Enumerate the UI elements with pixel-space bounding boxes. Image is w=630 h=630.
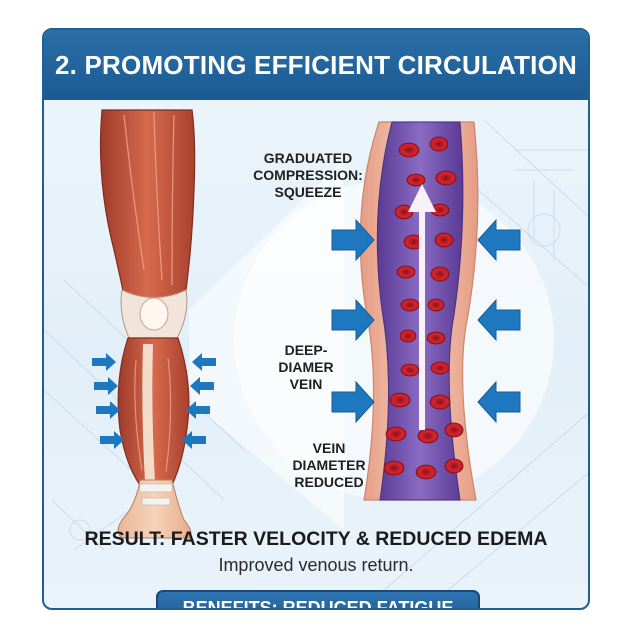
arrow-icon <box>331 298 375 342</box>
arrow-icon <box>331 218 375 262</box>
deep-vein-label: DEEP- DIAMER VEIN <box>278 342 334 392</box>
arrow-icon <box>331 380 375 424</box>
benefits-label: BENEFITS: REDUCED FATIGUE <box>182 597 454 610</box>
arrow-icon <box>92 353 116 371</box>
arrow-icon <box>96 401 120 419</box>
arrow-icon <box>190 377 214 395</box>
arrow-icon <box>477 218 521 262</box>
vein-illustration <box>359 121 479 501</box>
infographic-card: 2. PROMOTING EFFICIENT CIRCULATION <box>42 28 590 610</box>
result-title: RESULT: FASTER VELOCITY & REDUCED EDEMA <box>84 528 548 550</box>
circulation-illustration <box>92 109 554 539</box>
arrow-icon <box>477 380 521 424</box>
leg-illustration <box>92 109 216 539</box>
compression-label: GRADUATED COMPRESSION: SQUEEZE <box>253 150 363 200</box>
blood-cells <box>383 136 464 480</box>
result-subtitle: Improved venous return. <box>218 555 414 575</box>
arrow-icon <box>94 377 118 395</box>
arrow-icon <box>477 298 521 342</box>
diameter-label: VEIN DIAMETER REDUCED <box>292 440 366 490</box>
arrow-icon <box>100 431 124 449</box>
arrow-icon <box>182 431 206 449</box>
arrow-icon <box>186 401 210 419</box>
arrow-icon <box>192 353 216 371</box>
header-bar: 2. PROMOTING EFFICIENT CIRCULATION <box>44 30 588 100</box>
benefits-banner: BENEFITS: REDUCED FATIGUE <box>156 590 480 610</box>
flow-arrow-head <box>408 184 436 212</box>
page-title: 2. PROMOTING EFFICIENT CIRCULATION <box>55 49 577 80</box>
